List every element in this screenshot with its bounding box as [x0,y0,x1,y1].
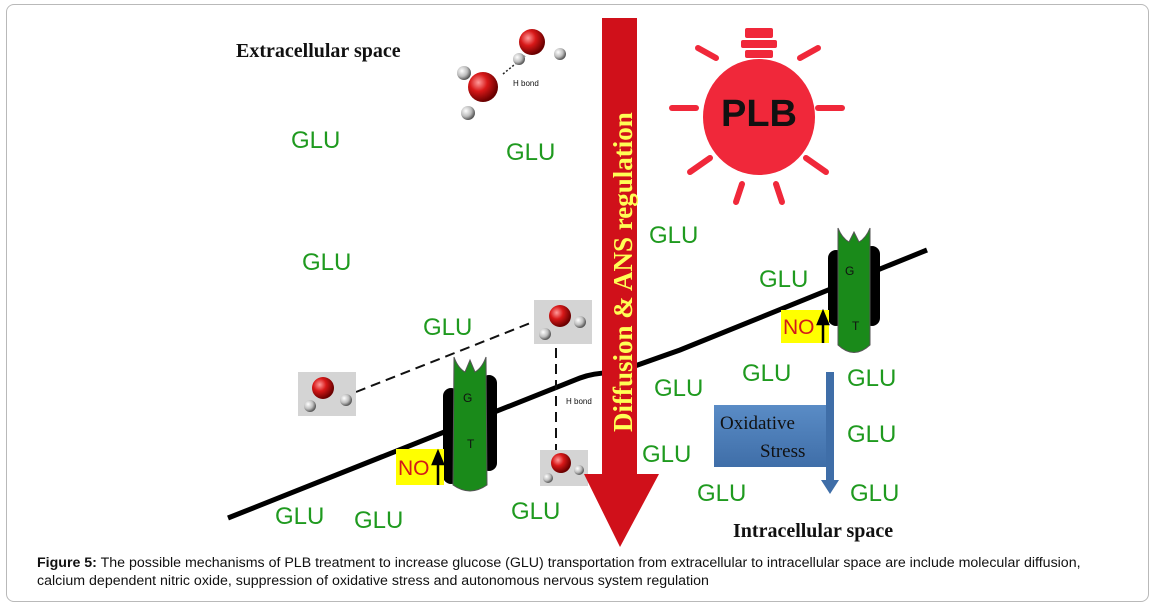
oxidative-stress-box [714,405,826,467]
intracellular-label: Intracellular space [733,520,893,542]
water-molecule-left [298,372,356,416]
oxidative-stress-line1: Oxidative [720,413,795,434]
extracellular-label: Extracellular space [236,40,401,62]
diffusion-arrow: Diffusion & ANS regulation [584,18,659,547]
transporter-g-right: G [845,264,854,278]
h-bond-label-top: H bond [513,79,539,88]
glucose-transporter-left: G T [443,356,497,492]
h-bond-link-left [355,319,539,393]
glu-label: GLU [511,498,560,525]
glu-label: GLU [642,441,691,468]
glu-label: GLU [654,375,703,402]
water-molecule-upper-middle [534,300,592,344]
transporter-t-left: T [467,437,475,451]
plb-label: PLB [721,93,797,135]
figure-caption: Figure 5: The possible mechanisms of PLB… [37,554,1127,590]
transporter-g-left: G [463,391,472,405]
water-molecule-lower-middle [540,450,588,486]
glu-label: GLU [697,480,746,507]
oxidative-stress-line2: Stress [760,441,805,462]
diffusion-arrow-label: Diffusion & ANS regulation [608,112,638,432]
caption-text: The possible mechanisms of PLB treatment… [37,555,1081,589]
glu-label: GLU [649,222,698,249]
plb-light-bulb: PLB [669,28,845,205]
oxidative-stress-indicator: Oxidative Stress [714,372,839,494]
glu-label: GLU [423,314,472,341]
caption-prefix: Figure 5: [37,555,97,571]
up-arrow-icon [816,308,830,343]
glu-label: GLU [275,503,324,530]
no-indicator-right: NO [781,308,830,343]
transporter-t-right: T [852,319,860,333]
glu-label: GLU [302,249,351,276]
glucose-transporter-right: G T [828,227,880,353]
glu-label: GLU [850,480,899,507]
glu-label: GLU [354,507,403,534]
glu-label: GLU [759,266,808,293]
glu-label: GLU [742,360,791,387]
glu-label: GLU [847,421,896,448]
glu-label: GLU [291,127,340,154]
h-bond-label-middle: H bond [566,397,592,406]
no-label-left: NO [398,457,430,480]
water-molecule-pair-top: H bond [457,29,566,120]
glu-label: GLU [847,365,896,392]
glucose-molecules: GLU GLU GLU GLU GLU GLU GLU GLU GLU GLU … [275,127,899,534]
no-label-right: NO [783,316,815,339]
no-indicator-left: NO [396,448,445,485]
up-arrow-icon [431,448,445,485]
glu-label: GLU [506,139,555,166]
